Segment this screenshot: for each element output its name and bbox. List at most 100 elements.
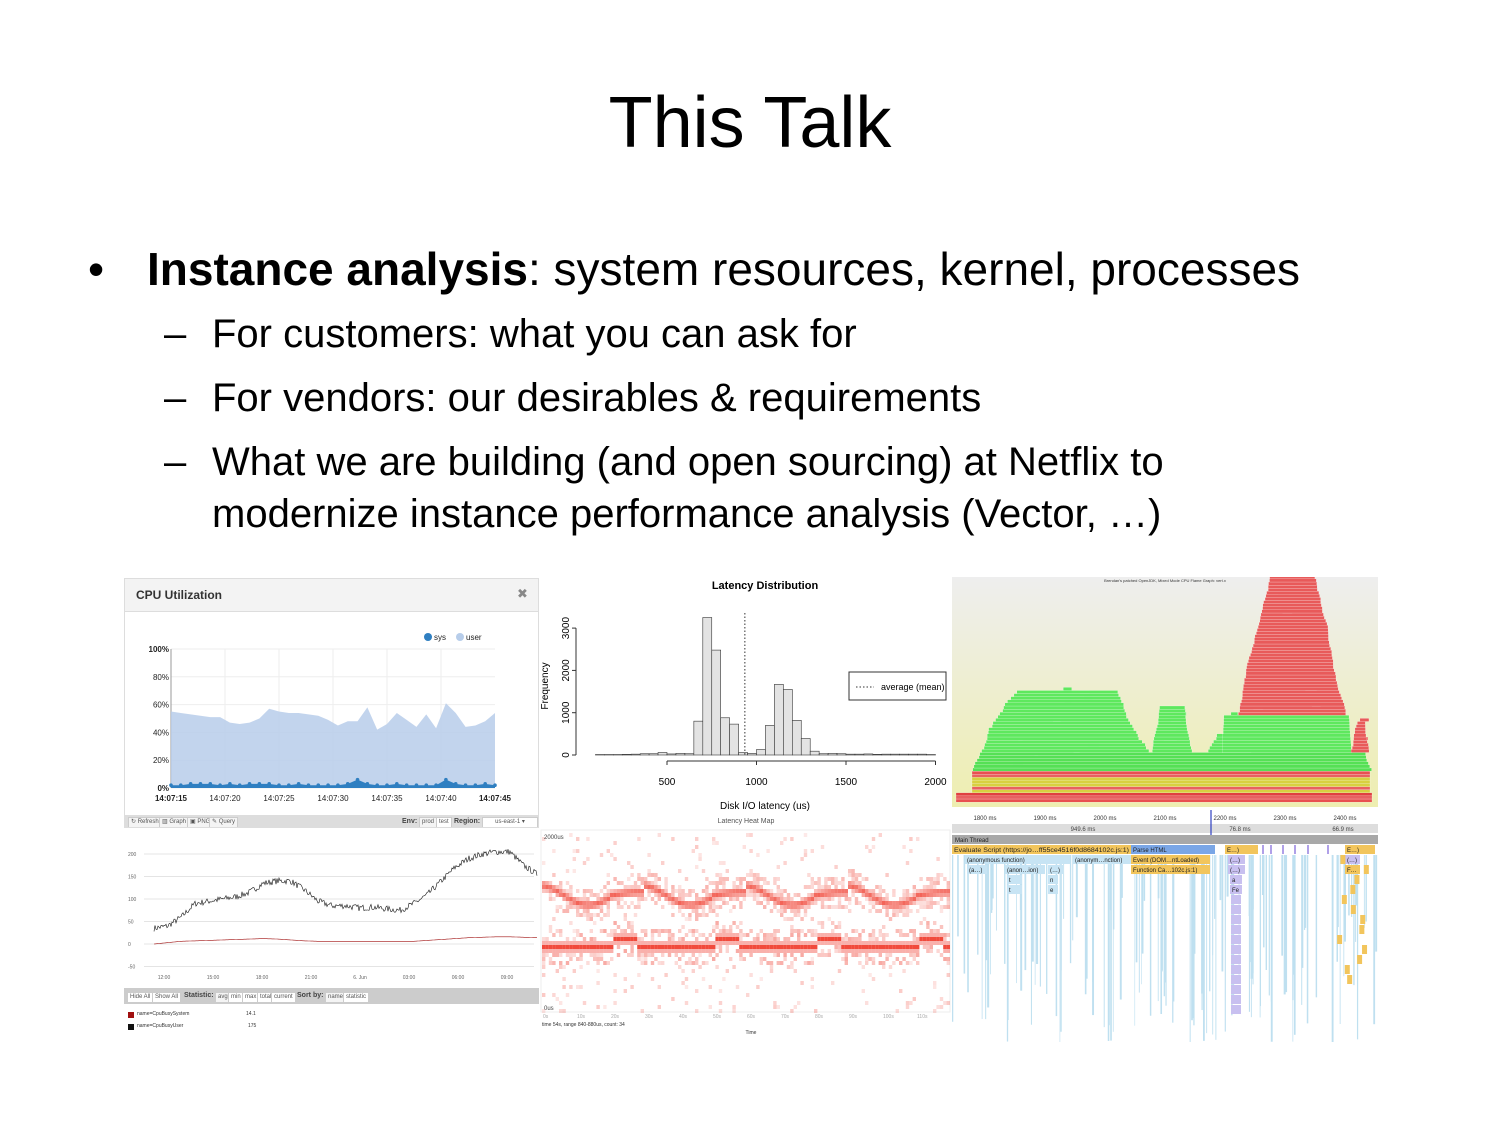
heatmap-cell [939, 897, 944, 901]
heatmap-cell [735, 985, 740, 989]
heatmap-cell [722, 901, 726, 905]
flame-frame [1223, 718, 1350, 722]
histogram-bar [774, 684, 784, 756]
heatmap-cell [780, 889, 784, 893]
heatmap-cell [657, 885, 661, 889]
legend-name-user[interactable]: name=CpuBusyUser [137, 1023, 184, 1029]
call-stack-bar [1191, 855, 1193, 1021]
heatmap-cell [701, 889, 706, 893]
heatmap-cell [722, 885, 726, 889]
heatmap-cell [820, 885, 825, 889]
heatmap-cell [841, 881, 845, 885]
heatmap-cell [902, 969, 906, 973]
heatmap-cell [576, 849, 580, 853]
call-stack-bar [1271, 855, 1272, 982]
small-block [1270, 845, 1272, 854]
heatmap-cell [718, 897, 723, 901]
heatmap-cell [868, 909, 872, 913]
call-block [1354, 875, 1360, 884]
env-test-button[interactable]: test [436, 817, 452, 827]
heatmap-cell [684, 893, 689, 897]
heatmap-cell [552, 941, 556, 945]
call-stack-bar [1206, 855, 1208, 1034]
sort-statistic-button[interactable]: statistic [343, 992, 370, 1003]
heatmap-cell [831, 937, 835, 941]
flame-frame [1246, 665, 1334, 669]
heatmap-cell [582, 937, 587, 941]
x-tick-label: 100s [883, 1014, 894, 1020]
heatmap-cell [780, 909, 784, 913]
heatmap-cell [681, 889, 685, 893]
heatmap-cell [688, 949, 692, 953]
heatmap-cell [878, 901, 882, 905]
heatmap-cell [763, 889, 767, 893]
heatmap-cell [933, 941, 937, 945]
flame-frame [1245, 671, 1336, 676]
heatmap-cell [705, 913, 709, 917]
heatmap-cell [681, 969, 685, 973]
x-tick-label: 70s [781, 1014, 790, 1020]
heatmap-cell [831, 889, 835, 893]
heatmap-cell [912, 889, 916, 893]
heatmap-cell [793, 905, 797, 909]
heatmap-cell [586, 889, 590, 893]
heatmap-cell [715, 885, 719, 889]
legend-name-system[interactable]: name=CpuBusySystem [137, 1011, 190, 1017]
heatmap-cell [746, 881, 750, 885]
close-icon[interactable]: ✖ [517, 586, 528, 601]
event-domcontentloaded-block [1131, 855, 1210, 864]
heatmap-cell [555, 893, 559, 897]
stat-current-button[interactable]: current [271, 992, 296, 1003]
heatmap-cell [939, 953, 944, 957]
graph-button[interactable]: ▥ Graph [159, 817, 190, 827]
heatmap-cell [810, 961, 814, 965]
heatmap-cell [773, 893, 777, 897]
heatmap-cell [803, 901, 808, 905]
region-select[interactable]: us-east-1 ▾ [482, 817, 538, 827]
heatmap-cell [616, 937, 621, 941]
heatmap-cell [593, 893, 597, 897]
refresh-button[interactable]: ↻ Refresh [128, 817, 162, 827]
heatmap-cell [562, 889, 566, 893]
flame-frame [1063, 687, 1072, 691]
main-thread-bar [952, 835, 1378, 844]
heatmap-cell [637, 889, 641, 893]
heatmap-cell [623, 949, 627, 953]
heatmap-cell [688, 913, 692, 917]
heatmap-cell [899, 989, 903, 993]
show-all-button[interactable]: Show All [152, 992, 182, 1003]
heatmap-cell [756, 881, 760, 885]
heatmap-cell [769, 937, 774, 941]
heatmap-cell [650, 953, 655, 957]
heatmap-cell [589, 953, 593, 957]
heatmap-cell [545, 949, 549, 953]
flame-frame [1356, 724, 1366, 728]
heatmap-cell [759, 901, 763, 905]
heatmap-cell [589, 917, 593, 921]
heatmap-cell [722, 893, 726, 897]
heatmap-cell [640, 889, 644, 893]
query-button[interactable]: ✎ Query [209, 817, 239, 827]
heatmap-cell [630, 937, 634, 941]
hide-all-button[interactable]: Hide All [127, 992, 154, 1003]
heatmap-cell [599, 929, 604, 933]
heatmap-cell [790, 945, 794, 949]
heatmap-cell [633, 885, 638, 889]
heatmap-cell [882, 949, 886, 953]
heatmap-cell [637, 873, 641, 877]
env-prod-button[interactable]: prod [419, 817, 438, 827]
heatmap-cell [718, 937, 723, 941]
heatmap-cell [725, 969, 729, 973]
heatmap-cell [661, 893, 665, 897]
heatmap-cell [586, 941, 590, 945]
heatmap-cell [820, 941, 825, 945]
heatmap-cell [729, 889, 733, 893]
heatmap-cell [616, 889, 621, 893]
heatmap-cell [627, 893, 631, 897]
heatmap-cell [905, 905, 910, 909]
heatmap-cell [892, 893, 896, 897]
call-block [1231, 905, 1241, 914]
flame-frame [1223, 730, 1351, 735]
heatmap-cell [902, 897, 906, 901]
heatmap-cell [712, 889, 716, 893]
